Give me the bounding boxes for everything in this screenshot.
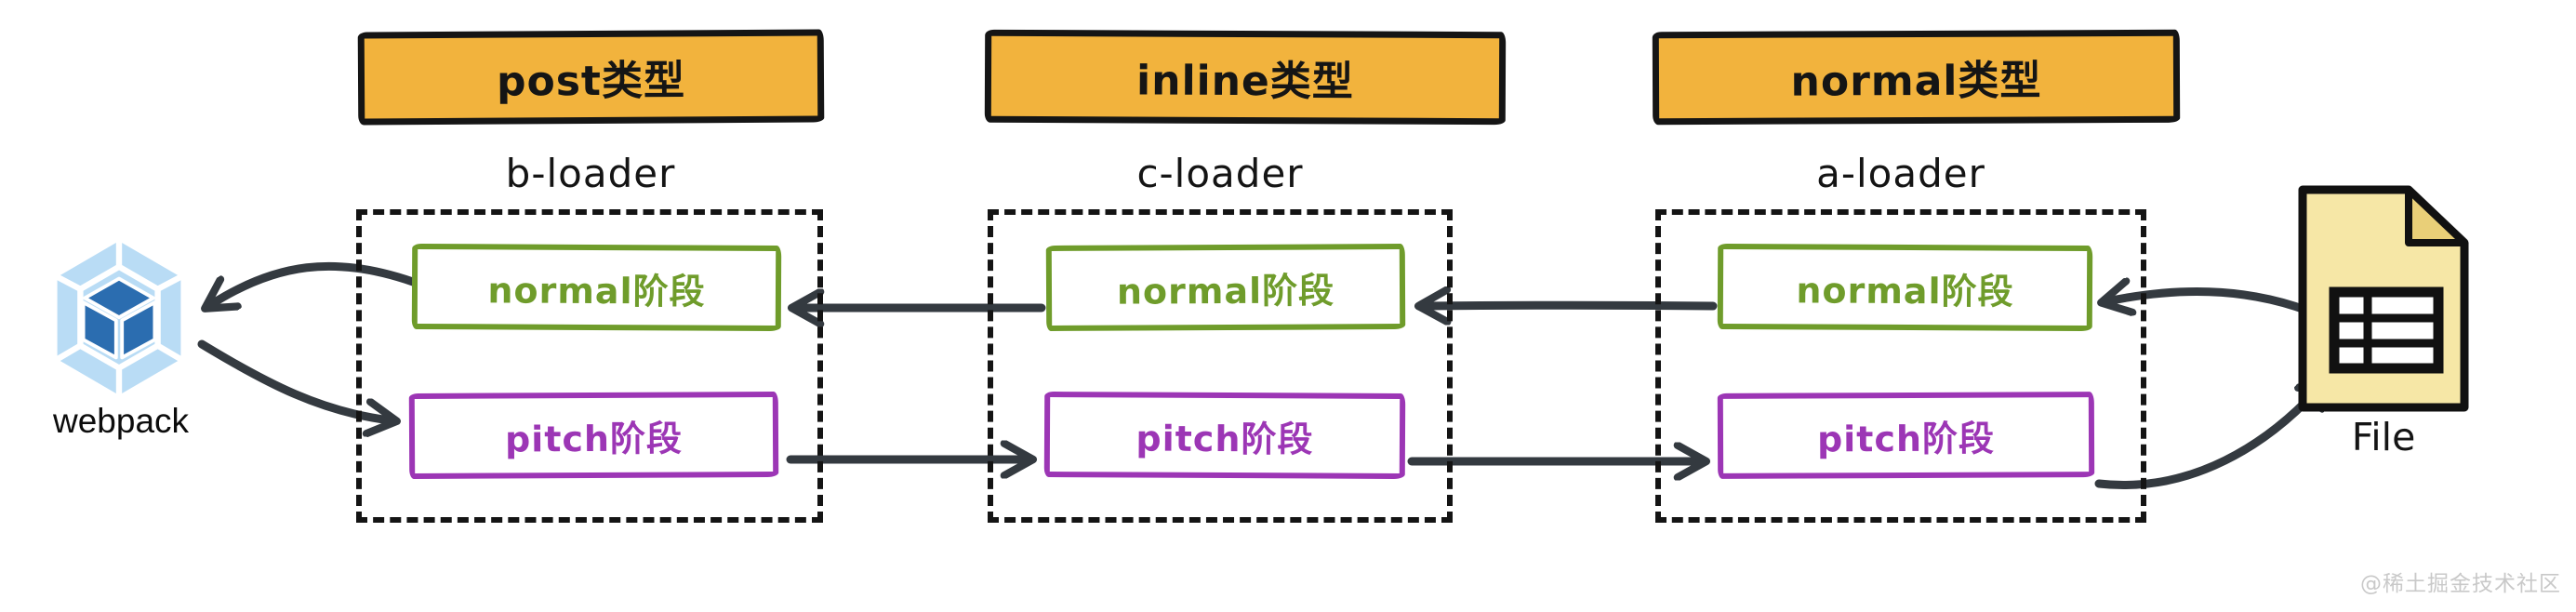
type-header-post: post类型 [357, 29, 825, 126]
stage-pitch-c: pitch阶段 [1043, 391, 1406, 480]
file-node: File [2295, 182, 2481, 471]
file-label: File [2351, 415, 2416, 459]
stage-normal-c: normal阶段 [1045, 243, 1406, 332]
loader-label-b: b-loader [505, 150, 676, 196]
table-glyph [2329, 286, 2444, 374]
loader-label-a: a-loader [1816, 150, 1985, 196]
stage-pitch-a: pitch阶段 [1717, 392, 2095, 479]
watermark: @稀土掘金技术社区 [2360, 572, 2561, 596]
loader-label-c: c-loader [1136, 150, 1304, 196]
stage-normal-b: normal阶段 [411, 243, 782, 332]
loader-box-c [988, 209, 1453, 523]
webpack-label: webpack [52, 402, 190, 440]
loader-box-a [1655, 209, 2146, 523]
type-header-normal: normal类型 [1652, 29, 2181, 126]
type-header-inline: inline类型 [984, 29, 1507, 126]
stage-pitch-b: pitch阶段 [408, 391, 779, 480]
loader-box-b [356, 209, 823, 523]
file-document-icon [2298, 185, 2469, 412]
webpack-icon [52, 235, 186, 401]
stage-normal-a: normal阶段 [1717, 243, 2093, 332]
webpack-node: webpack [37, 233, 205, 446]
